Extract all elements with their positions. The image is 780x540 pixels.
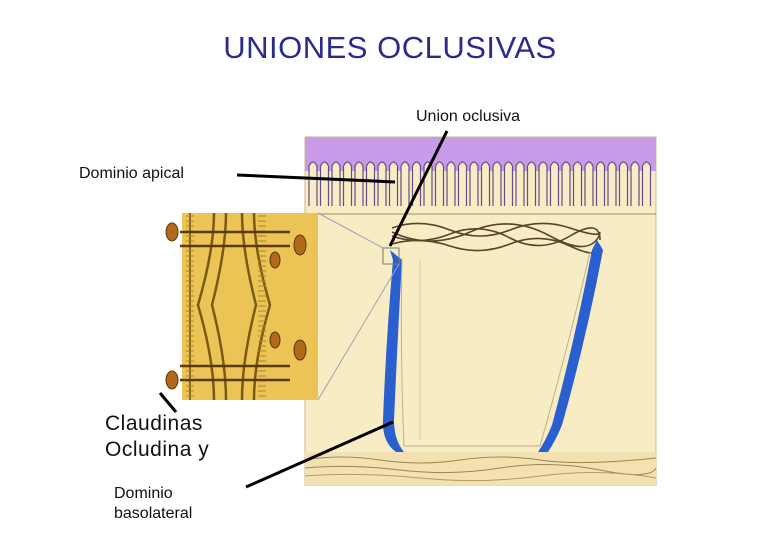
leader-lines xyxy=(158,130,449,489)
label-dominio-apical: Dominio apical xyxy=(79,165,184,182)
label-dominio-basolateral: Dominio basolateral xyxy=(114,484,192,524)
label-claudinas-line2: Ocludina y xyxy=(105,438,210,461)
junction-inset xyxy=(165,212,318,401)
label-claudinas-ocludina: Claudinas Ocludina y xyxy=(105,411,209,463)
label-claudinas-line1: Claudinas xyxy=(105,412,203,435)
label-basolateral-line2: basolateral xyxy=(114,505,193,522)
right-lateral-membrane xyxy=(538,240,603,452)
epithelium-panel xyxy=(304,136,657,486)
label-basolateral-line1: Dominio xyxy=(114,485,173,502)
page-title: UNIONES OCLUSIVAS xyxy=(223,30,557,65)
label-union-oclusiva: Union oclusiva xyxy=(416,108,521,125)
microvilli xyxy=(308,161,652,206)
junction-strands xyxy=(391,222,601,254)
left-lateral-membrane xyxy=(382,250,404,452)
